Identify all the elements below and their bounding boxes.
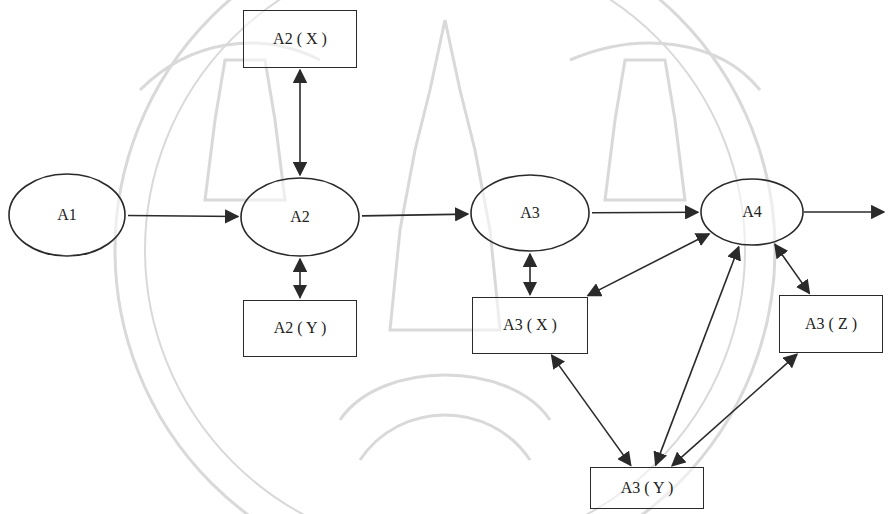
- process-box: A3 ( Z ): [779, 295, 883, 353]
- output-arrow: [804, 211, 884, 213]
- process-box: A3 ( Y ): [590, 467, 704, 509]
- node-label: A3 ( Y ): [621, 478, 674, 497]
- node-label: A2 ( Y ): [274, 318, 327, 337]
- connector-arrow: [529, 254, 531, 295]
- process-ellipse: A3: [470, 174, 590, 252]
- process-ellipse: A4: [700, 178, 804, 246]
- connector-arrow: [299, 259, 301, 298]
- connector-arrow: [552, 355, 631, 465]
- connector-arrow: [775, 245, 809, 294]
- connector-arrow: [592, 211, 698, 213]
- node-label: A3: [520, 203, 540, 222]
- node-label: A3 ( Z ): [805, 314, 857, 333]
- process-box: A3 ( X ): [472, 297, 588, 354]
- node-label: A2 ( X ): [273, 29, 327, 48]
- connector-arrow: [128, 215, 238, 218]
- connector-arrow: [588, 234, 709, 296]
- process-box: A2 ( X ): [243, 10, 357, 68]
- connector-arrow: [362, 214, 468, 216]
- connector-arrow: [672, 354, 797, 465]
- node-label: A4: [742, 202, 762, 221]
- process-box: A2 ( Y ): [243, 300, 357, 357]
- process-ellipse: A2: [240, 177, 360, 257]
- connector-arrow: [656, 247, 739, 465]
- connector-arrow: [299, 70, 301, 175]
- node-label: A2: [290, 207, 310, 226]
- node-label: A1: [57, 205, 77, 224]
- node-label: A3 ( X ): [503, 315, 557, 334]
- process-ellipse: A1: [8, 173, 126, 257]
